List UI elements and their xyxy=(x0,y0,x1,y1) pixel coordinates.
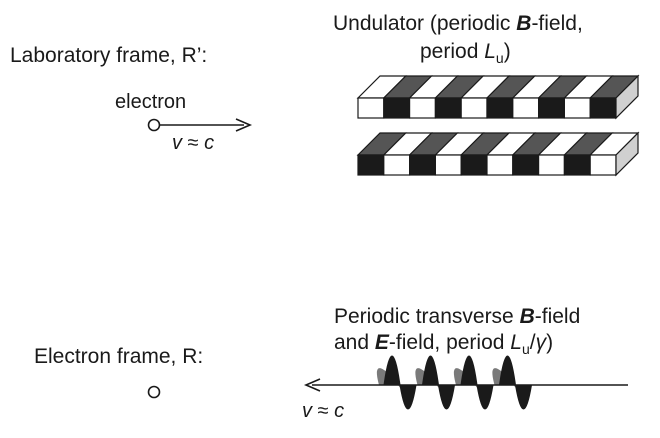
upper-magnet-front-segment xyxy=(434,97,462,119)
lower-magnet-end-face xyxy=(615,131,639,177)
lower-magnet-front-segment xyxy=(563,154,591,176)
e-field-lobe xyxy=(476,384,494,410)
e-field-lobe xyxy=(460,355,478,386)
e-field-lobe xyxy=(421,355,440,386)
velocity-label-bottom: v ≈ c xyxy=(302,400,344,422)
upper-magnet-front-segment xyxy=(409,97,437,119)
e-field-lobe xyxy=(399,384,417,410)
lower-magnet-front-segment xyxy=(486,154,514,176)
lower-magnet-front-segment xyxy=(409,154,437,176)
lower-magnet-front-segment xyxy=(383,154,411,176)
electron-particle-top xyxy=(147,118,161,132)
e-field-lobe xyxy=(498,355,517,386)
lower-magnet-front-segment xyxy=(460,154,488,176)
em-wave-packet xyxy=(376,355,533,410)
upper-magnet-front-segment xyxy=(537,97,565,119)
arrowhead-left-icon xyxy=(303,378,321,392)
electron-frame-label: Electron frame, R: xyxy=(34,345,203,368)
upper-magnet-front-segment xyxy=(589,97,617,119)
upper-magnet-front-segment xyxy=(357,97,385,119)
velocity-label-top: v ≈ c xyxy=(172,132,214,154)
lower-magnet-front-segment xyxy=(589,154,617,176)
e-field-lobe xyxy=(437,384,456,410)
undulator-label-line2: period Lu) xyxy=(420,40,511,66)
electron-label: electron xyxy=(115,91,186,113)
upper-magnet-front-segment xyxy=(486,97,514,119)
arrowhead-right-icon xyxy=(235,118,253,132)
lower-magnet-front-segment xyxy=(357,154,385,176)
upper-magnet-front-segment xyxy=(563,97,591,119)
upper-magnet-front-segment xyxy=(512,97,540,119)
field-desc-line2: and E-field, period Lu/γ) xyxy=(334,331,553,357)
e-field-lobe xyxy=(514,384,533,410)
undulator-label-line1: Undulator (periodic B-field, xyxy=(333,12,583,35)
upper-magnet-front-segment xyxy=(383,97,411,119)
lower-magnet-front-segment xyxy=(434,154,462,176)
lower-magnet-front-segment xyxy=(537,154,565,176)
electron-particle-bottom xyxy=(147,385,161,399)
lab-frame-label: Laboratory frame, R’: xyxy=(10,44,207,67)
undulator-magnet-upper xyxy=(356,74,640,120)
e-field-lobe xyxy=(383,355,401,386)
lower-magnet-front-segment xyxy=(512,154,540,176)
undulator-magnet-lower xyxy=(356,131,640,177)
upper-magnet-end-face xyxy=(615,74,639,120)
upper-magnet-front-segment xyxy=(460,97,488,119)
field-desc-line1: Periodic transverse B-field xyxy=(334,305,580,328)
